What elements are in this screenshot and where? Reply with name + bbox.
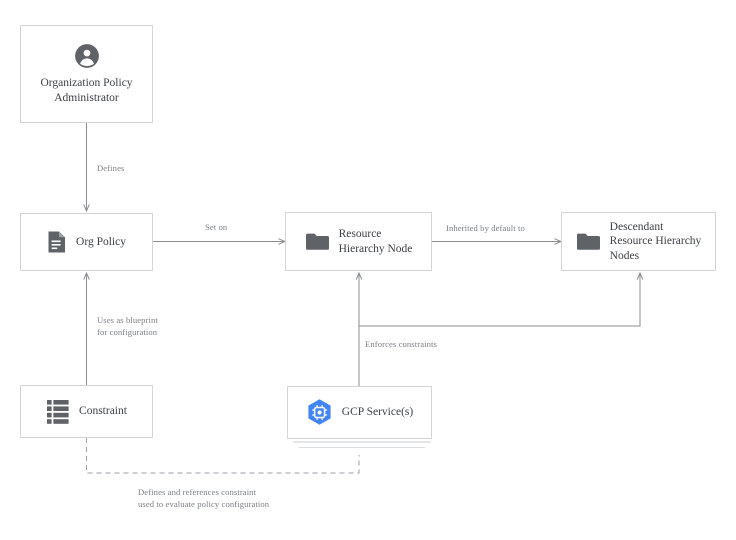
folder-icon xyxy=(576,231,601,252)
node-label: Resource Hierarchy Node xyxy=(338,228,413,255)
edge-label-set-on: Set on xyxy=(205,222,228,232)
node-label: Descendant Resource Hierarchy Nodes xyxy=(609,220,702,262)
person-icon xyxy=(74,43,100,69)
node-org-policy-administrator[interactable]: Organization Policy Administrator xyxy=(20,25,153,123)
gcp-service-stack-card-3 xyxy=(299,447,425,448)
edge-label-uses-as-blueprint: Uses as blueprint for configuration xyxy=(97,315,158,337)
edge-defines-and-references-constraint xyxy=(86,438,360,474)
node-constraint[interactable]: Constraint xyxy=(20,385,153,438)
edge-label-defines-and-references-constraint: Defines and references constraint used t… xyxy=(138,487,270,509)
edge-enforces-constraints-branch xyxy=(359,271,644,327)
node-label: GCP Service(s) xyxy=(341,406,414,419)
gcp-hexagon-chip-icon xyxy=(306,398,333,427)
edge-label-inherited-by-default-to: Inherited by default to xyxy=(446,223,525,233)
folder-icon xyxy=(305,231,330,252)
edge-label-defines: Defines xyxy=(97,163,125,173)
edge-label-enforces-constraints: Enforces constraints xyxy=(365,339,437,349)
document-icon xyxy=(47,230,67,254)
node-gcp-services[interactable]: GCP Service(s) xyxy=(287,386,432,439)
node-resource-hierarchy-node[interactable]: Resource Hierarchy Node xyxy=(285,212,432,271)
rules-list-icon xyxy=(46,399,70,425)
node-org-policy[interactable]: Org Policy xyxy=(20,213,153,271)
node-descendant-resource-hierarchy-nodes[interactable]: Descendant Resource Hierarchy Nodes xyxy=(561,212,716,271)
node-label: Org Policy xyxy=(76,235,126,248)
node-label: Organization Policy Administrator xyxy=(40,77,133,104)
node-label: Constraint xyxy=(79,405,127,418)
gcp-service-stack-card-2 xyxy=(293,441,431,443)
